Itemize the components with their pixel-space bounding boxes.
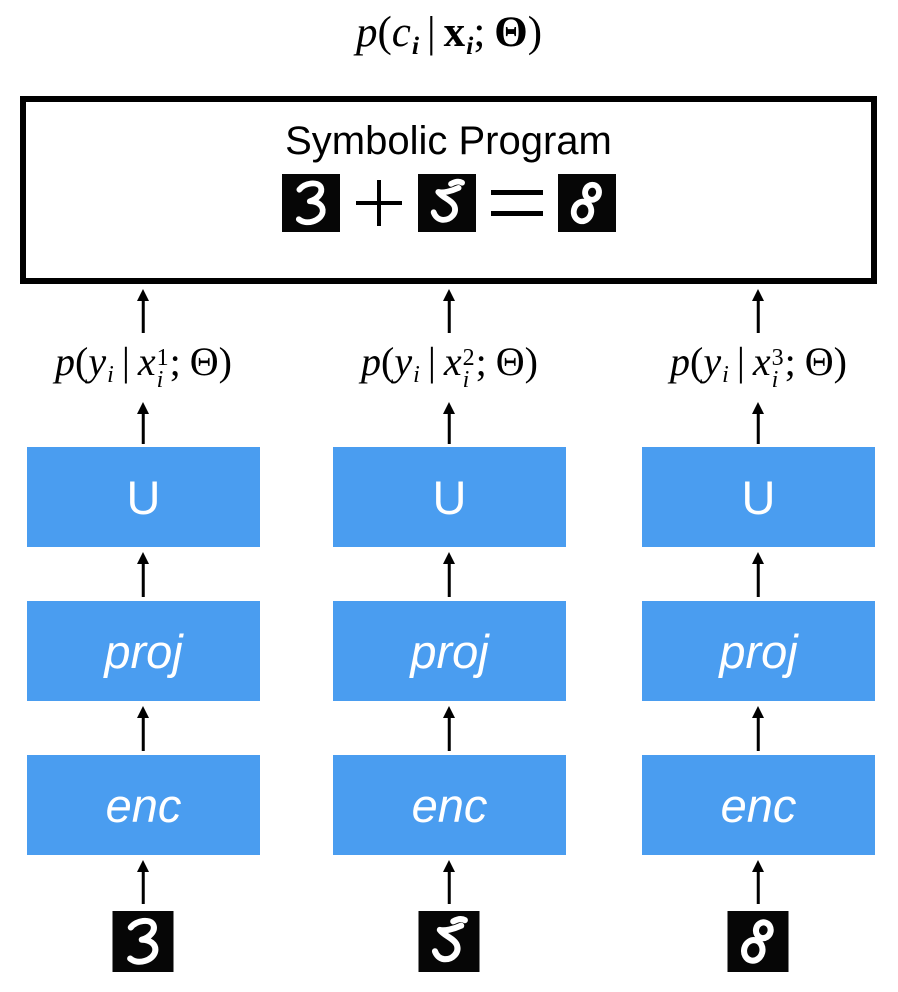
input-digit-8-image <box>727 911 789 972</box>
arrow-up-icon <box>442 860 456 904</box>
arrow-up-icon <box>751 860 765 904</box>
formula-p: p <box>355 9 378 56</box>
u-box-label: U <box>126 470 161 524</box>
u-box-2: U <box>333 447 566 547</box>
arrow-up-icon <box>751 402 765 444</box>
arrow-up-icon <box>751 289 765 333</box>
enc-box-1: enc <box>27 755 260 855</box>
conditional-bar: | <box>427 9 436 56</box>
arrow-up-icon <box>136 552 150 597</box>
symbolic-program-title: Symbolic Program <box>285 119 612 163</box>
plus-operator-icon <box>355 179 403 227</box>
arrow-up-icon <box>136 402 150 444</box>
symbolic-program-box: Symbolic Program <box>20 96 877 284</box>
enc-box-label: enc <box>720 778 797 832</box>
u-box-label: U <box>741 470 776 524</box>
mnist-digit-3-glyph <box>281 174 340 232</box>
equals-operator-icon <box>490 190 543 216</box>
proj-box-label: proj <box>719 624 798 678</box>
u-box-label: U <box>432 470 467 524</box>
equation-digit-8-image <box>557 173 616 233</box>
top-posterior-formula: p(ci|xi;Θ) <box>355 9 543 60</box>
mnist-digit-8-glyph <box>727 911 789 972</box>
mnist-digit-5-glyph <box>418 911 480 972</box>
enc-box-2: enc <box>333 755 566 855</box>
arrow-up-icon <box>751 552 765 597</box>
arrow-up-icon <box>442 552 456 597</box>
arrow-up-icon <box>442 289 456 333</box>
enc-box-3: enc <box>642 755 875 855</box>
arrow-up-icon <box>136 289 150 333</box>
u-box-1: U <box>27 447 260 547</box>
enc-box-label: enc <box>411 778 488 832</box>
proj-box-2: proj <box>333 601 566 701</box>
formula-c: c <box>391 9 411 56</box>
arrow-up-icon <box>442 706 456 751</box>
u-box-3: U <box>642 447 875 547</box>
equation-digit-5-image <box>417 173 476 233</box>
formula-bold-x: x <box>443 9 466 56</box>
arrow-up-icon <box>751 706 765 751</box>
digit-equation <box>281 173 616 233</box>
input-digit-3-image <box>112 911 174 972</box>
input-digit-5-image <box>418 911 480 972</box>
enc-box-label: enc <box>105 778 182 832</box>
theta-symbol: Θ <box>189 339 219 384</box>
proj-box-label: proj <box>410 624 489 678</box>
arrow-up-icon <box>136 706 150 751</box>
mnist-digit-3-glyph <box>112 911 174 972</box>
proj-box-1: proj <box>27 601 260 701</box>
proj-box-label: proj <box>104 624 183 678</box>
equation-digit-3-image <box>281 173 340 233</box>
arrow-up-icon <box>136 860 150 904</box>
mnist-digit-8-glyph <box>557 174 616 232</box>
theta-symbol: Θ <box>495 339 525 384</box>
theta-symbol: Θ <box>804 339 834 384</box>
arrow-up-icon <box>442 402 456 444</box>
mnist-digit-5-glyph <box>417 174 476 232</box>
theta-symbol: Θ <box>494 9 528 56</box>
proj-box-3: proj <box>642 601 875 701</box>
